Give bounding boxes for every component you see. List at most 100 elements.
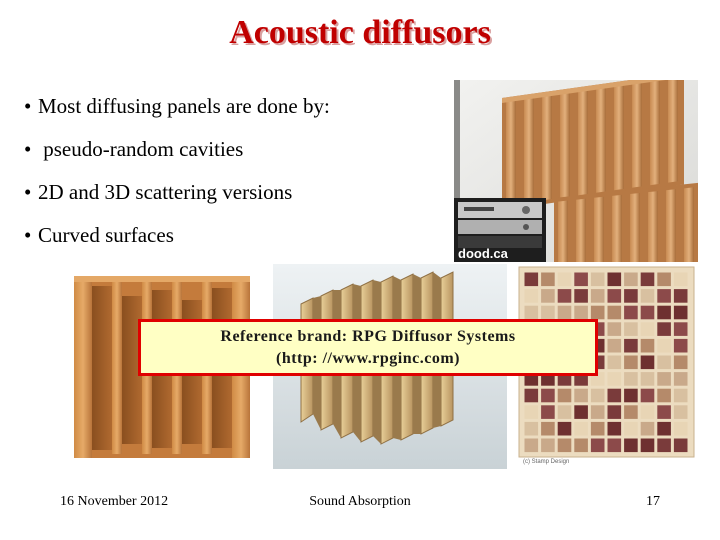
grid-well bbox=[524, 305, 539, 320]
grid-well bbox=[624, 272, 638, 287]
grid-well bbox=[657, 338, 671, 353]
grid-well bbox=[657, 322, 671, 336]
grid-well bbox=[673, 405, 688, 419]
grid-well bbox=[657, 289, 671, 303]
grid-well bbox=[673, 388, 688, 403]
bullet-item: •Curved surfaces bbox=[24, 221, 444, 264]
grid-well bbox=[624, 421, 638, 436]
grid-well bbox=[524, 405, 539, 419]
bullet-text: 2D and 3D scattering versions bbox=[38, 180, 293, 204]
grid-well bbox=[524, 272, 539, 287]
grid-well bbox=[624, 322, 638, 336]
grid-well bbox=[657, 305, 671, 320]
room-photo-watermark: dood.ca bbox=[458, 246, 509, 261]
grid-well bbox=[557, 405, 572, 419]
grid-well bbox=[524, 421, 539, 436]
grid-well bbox=[673, 438, 688, 453]
grid-well bbox=[590, 305, 605, 320]
grid-well bbox=[607, 405, 622, 419]
grid-well bbox=[590, 289, 605, 303]
grid-well bbox=[624, 405, 638, 419]
bullet-item: •2D and 3D scattering versions bbox=[24, 178, 444, 221]
callout-line-2: (http: //www.rpginc.com) bbox=[276, 350, 460, 367]
grid-well bbox=[541, 272, 555, 287]
grid-well bbox=[574, 438, 588, 453]
grid-well bbox=[624, 372, 638, 386]
bullet-text: Curved surfaces bbox=[38, 223, 174, 247]
grid-well bbox=[657, 272, 671, 287]
grid-well bbox=[541, 421, 555, 436]
grid-well bbox=[624, 355, 638, 370]
bullet-list: •Most diffusing panels are done by: • ps… bbox=[24, 92, 444, 264]
grid-well bbox=[541, 305, 555, 320]
grid-well bbox=[574, 405, 588, 419]
grid-well bbox=[640, 421, 655, 436]
grid-well bbox=[557, 421, 572, 436]
grid-well bbox=[590, 421, 605, 436]
footer-topic: Sound Absorption bbox=[309, 494, 411, 509]
grid-well bbox=[607, 305, 622, 320]
grid-well bbox=[640, 405, 655, 419]
grid-well bbox=[607, 272, 622, 287]
grid-well bbox=[657, 405, 671, 419]
grid-well bbox=[673, 338, 688, 353]
grid-well bbox=[607, 322, 622, 336]
grid-well bbox=[657, 421, 671, 436]
reference-callout: Reference brand: RPG Diffusor Systems (h… bbox=[138, 319, 598, 376]
callout-line-1: Reference brand: RPG Diffusor Systems bbox=[220, 328, 516, 345]
grid-well bbox=[624, 338, 638, 353]
grid-well bbox=[640, 272, 655, 287]
grid-well bbox=[673, 289, 688, 303]
bullet-item: •Most diffusing panels are done by: bbox=[24, 92, 444, 135]
grid-well bbox=[607, 421, 622, 436]
grid-well bbox=[673, 421, 688, 436]
grid-well bbox=[640, 305, 655, 320]
grid-well bbox=[657, 388, 671, 403]
grid-well bbox=[624, 289, 638, 303]
grid-well bbox=[607, 388, 622, 403]
grid-well bbox=[673, 272, 688, 287]
grid-well bbox=[640, 388, 655, 403]
footer-date: 16 November 2012 bbox=[60, 494, 169, 509]
grid-well bbox=[673, 372, 688, 386]
grid-well bbox=[524, 289, 539, 303]
bullet-text: Most diffusing panels are done by: bbox=[38, 94, 330, 118]
grid-well bbox=[557, 272, 572, 287]
grid-well bbox=[574, 421, 588, 436]
grid-well bbox=[574, 272, 588, 287]
grid-well bbox=[524, 388, 539, 403]
grid-well bbox=[524, 438, 539, 453]
grid-well bbox=[640, 372, 655, 386]
grid-well bbox=[541, 388, 555, 403]
grid-photo-watermark: (c) Stamp Design bbox=[523, 459, 569, 465]
grid-well bbox=[624, 305, 638, 320]
grid-well bbox=[574, 305, 588, 320]
bullet-glyph: • bbox=[24, 94, 32, 118]
grid-well bbox=[640, 338, 655, 353]
grid-well bbox=[557, 289, 572, 303]
grid-well bbox=[557, 305, 572, 320]
grid-well bbox=[541, 405, 555, 419]
grid-well bbox=[607, 338, 622, 353]
bullet-glyph: • bbox=[24, 223, 32, 247]
grid-well bbox=[657, 355, 671, 370]
grid-well bbox=[607, 289, 622, 303]
grid-well bbox=[657, 372, 671, 386]
grid-well bbox=[590, 272, 605, 287]
grid-well bbox=[590, 388, 605, 403]
grid-well bbox=[557, 438, 572, 453]
bullet-item: • pseudo-random cavities bbox=[24, 135, 444, 178]
grid-well bbox=[640, 322, 655, 336]
grid-well bbox=[541, 289, 555, 303]
grid-well bbox=[673, 355, 688, 370]
grid-well bbox=[607, 438, 622, 453]
grid-well bbox=[607, 355, 622, 370]
grid-well bbox=[673, 322, 688, 336]
grid-well bbox=[590, 405, 605, 419]
grid-well bbox=[624, 388, 638, 403]
slide-title: Acoustic diffusors bbox=[229, 14, 491, 51]
grid-well bbox=[624, 438, 638, 453]
grid-well bbox=[574, 388, 588, 403]
grid-well bbox=[557, 388, 572, 403]
